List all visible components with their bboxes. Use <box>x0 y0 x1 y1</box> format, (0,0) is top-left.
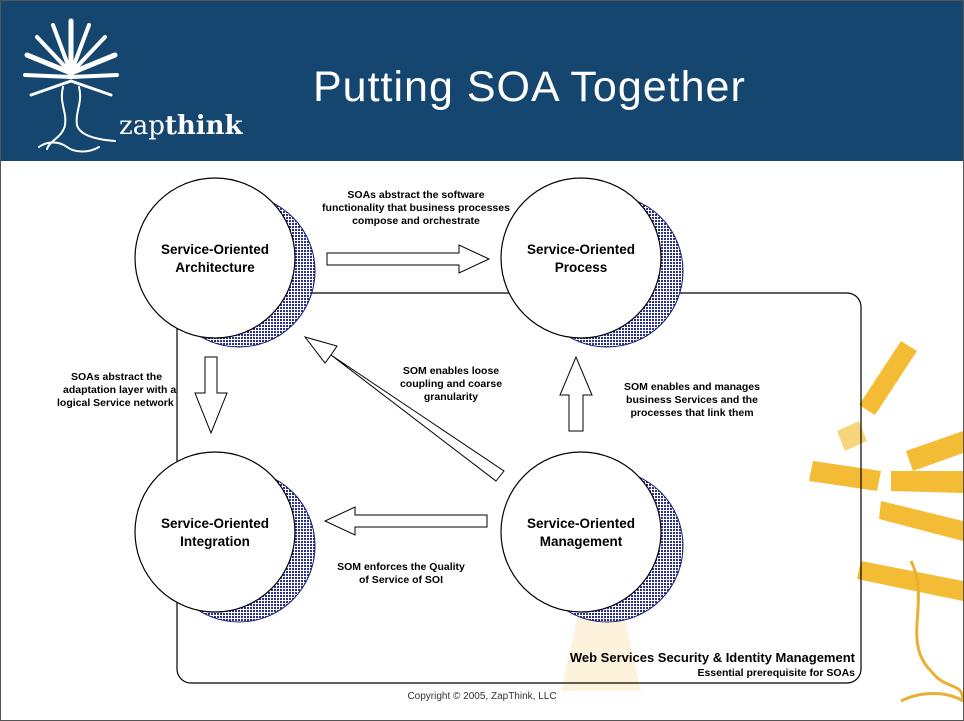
node-soi-line1: Service-Oriented <box>160 516 270 531</box>
node-som-line1: Service-Oriented <box>526 516 636 531</box>
node-som-label: Service-Oriented Management <box>506 515 656 551</box>
edge-som-sop-line3: processes that link them <box>630 407 754 419</box>
node-soa-line1: Service-Oriented <box>160 242 270 257</box>
container-title: Web Services Security & Identity Managem… <box>569 650 855 665</box>
arrow-soa-to-soi <box>194 356 228 435</box>
edge-som-soi-line1: SOM enforces the Quality <box>337 561 465 573</box>
node-sop-line1: Service-Oriented <box>526 242 636 257</box>
zapthink-logo <box>23 18 119 153</box>
edge-som-soa-line1: SOM enables loose <box>402 365 500 377</box>
soa-circle <box>134 177 296 339</box>
arrow-soa-to-sop <box>326 244 491 274</box>
som-circle <box>500 451 662 613</box>
node-som-line2: Management <box>539 534 623 549</box>
sop-circle <box>500 177 662 339</box>
node-soa-line2: Architecture <box>175 260 255 275</box>
edge-label-som-to-soi: SOM enforces the Quality of Service of S… <box>321 561 481 587</box>
edge-som-soi-line2: of Service of SOI <box>358 574 444 586</box>
edge-som-sop-line2: business Services and the <box>626 394 758 406</box>
node-sop-line2: Process <box>554 260 608 275</box>
node-soi-label: Service-Oriented Integration <box>140 515 290 551</box>
edge-label-soa-to-sop: SOAs abstract the software functionality… <box>301 189 531 228</box>
edge-som-soa-line3: granularity <box>423 391 479 403</box>
edge-som-soa-line2: coupling and coarse <box>399 378 503 390</box>
soi-circle <box>134 451 296 613</box>
edge-label-som-to-sop: SOM enables and manages business Service… <box>607 381 777 420</box>
arrow-som-to-soa <box>303 336 505 482</box>
brand-wordmark: zapthink <box>119 111 243 141</box>
edge-soa-soi-line1: SOAs abstract the <box>71 371 163 383</box>
edge-soa-sop-line2: functionality that business processes <box>322 202 510 214</box>
copyright-notice: Copyright © 2005, ZapThink, LLC <box>407 691 557 702</box>
brand-suffix: think <box>164 111 243 141</box>
sun-watermark <box>561 341 963 703</box>
brand-prefix: zap <box>119 111 165 141</box>
edge-som-sop-line1: SOM enables and manages <box>624 381 760 393</box>
edge-label-soa-to-soi: SOAs abstract the adaptation layer with … <box>57 371 207 410</box>
node-soi-line2: Integration <box>180 534 250 549</box>
container-subtitle: Essential prerequisite for SOAs <box>697 667 855 679</box>
header-band <box>1 1 963 161</box>
node-soa-label: Service-Oriented Architecture <box>140 241 290 277</box>
arrow-som-to-soi <box>323 506 488 536</box>
edge-soa-soi-line2: adaptation layer with a <box>63 384 177 396</box>
slide-title: Putting SOA Together <box>313 63 746 111</box>
arrow-som-to-sop <box>559 355 593 432</box>
edge-soa-sop-line3: compose and orchestrate <box>352 215 480 227</box>
edge-soa-soi-line3: logical Service network <box>57 397 174 409</box>
node-sop-label: Service-Oriented Process <box>506 241 656 277</box>
edge-label-som-to-soa: SOM enables loose coupling and coarse gr… <box>381 365 521 404</box>
edge-soa-sop-line1: SOAs abstract the software <box>347 189 485 201</box>
